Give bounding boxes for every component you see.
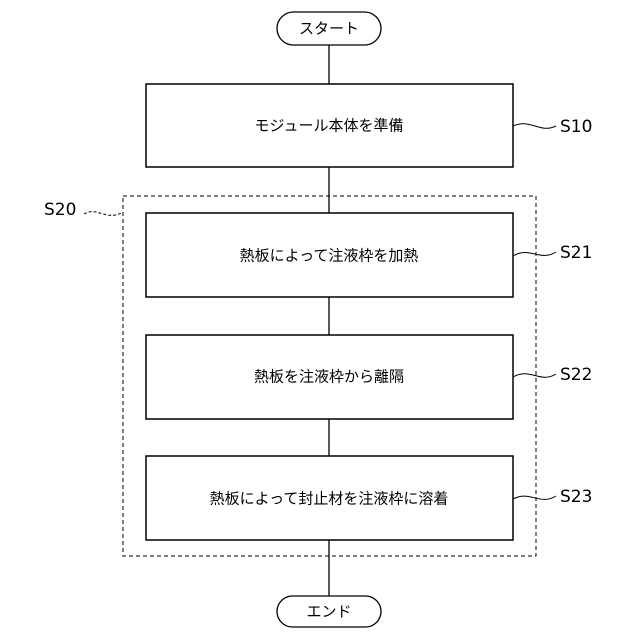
step-s10-ref: S10 bbox=[560, 117, 592, 137]
step-s22-ref: S22 bbox=[560, 365, 592, 385]
start-terminal-label: スタート bbox=[299, 20, 359, 38]
step-s21-leader bbox=[513, 252, 556, 256]
s20-leader-line bbox=[84, 212, 123, 216]
step-s21: 熱板によって注液枠を加熱 S21 bbox=[146, 213, 592, 297]
step-s10-label: モジュール本体を準備 bbox=[255, 117, 404, 135]
step-s10: モジュール本体を準備 S10 bbox=[146, 84, 592, 167]
step-s23-leader bbox=[513, 496, 556, 499]
step-s21-label: 熱板によって注液枠を加熱 bbox=[240, 247, 419, 265]
step-s10-leader bbox=[513, 124, 556, 129]
step-s23: 熱板によって封止材を注液枠に溶着 S23 bbox=[146, 456, 592, 540]
start-terminal: スタート bbox=[277, 12, 381, 45]
s20-ref-label: S20 bbox=[44, 200, 76, 220]
step-s22-leader bbox=[513, 374, 556, 378]
end-terminal-label: エンド bbox=[306, 603, 351, 621]
step-s23-ref: S23 bbox=[560, 487, 592, 507]
step-s23-label: 熱板によって封止材を注液枠に溶着 bbox=[210, 490, 449, 508]
step-s21-ref: S21 bbox=[560, 243, 592, 263]
step-s22-label: 熱板を注液枠から離隔 bbox=[254, 368, 404, 386]
step-s22: 熱板を注液枠から離隔 S22 bbox=[146, 335, 592, 419]
end-terminal: エンド bbox=[277, 596, 381, 627]
